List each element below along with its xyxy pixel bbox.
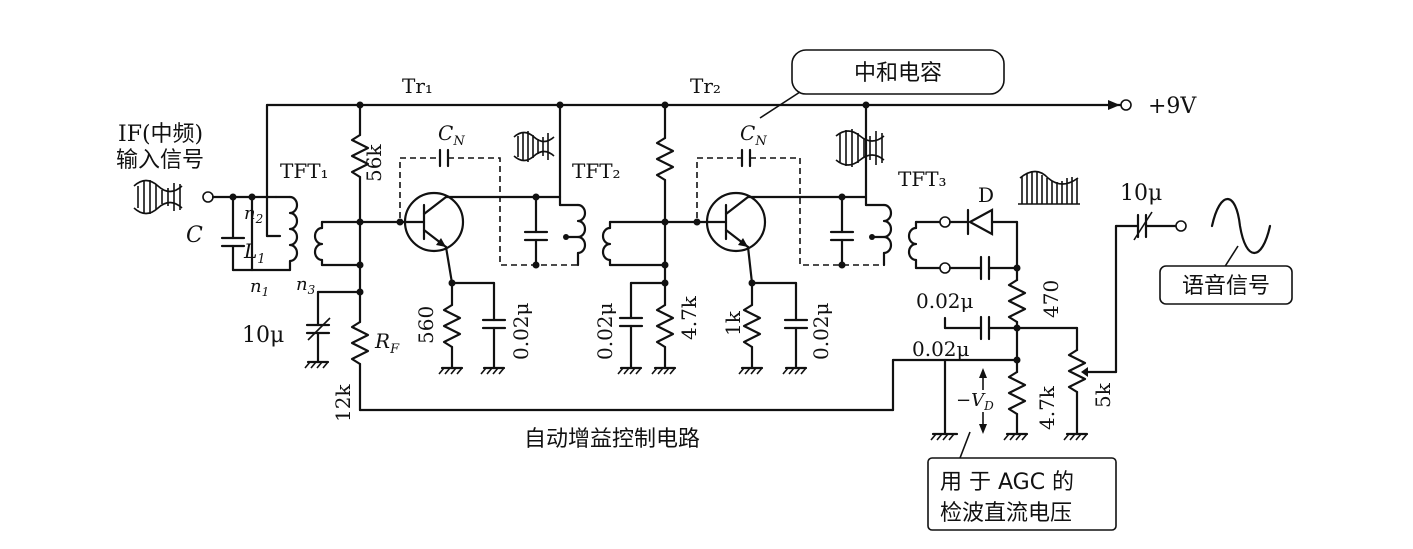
cap-002-b-label: 0.02μ <box>593 302 617 360</box>
cn1-label: CN <box>438 121 465 149</box>
audio-signal-box: 语音信号 <box>1159 265 1293 305</box>
agc-voltage-line1: 用 于 AGC 的 <box>940 470 1074 495</box>
resistor-4-7k-detector <box>1005 358 1029 436</box>
agc-filter-cap <box>931 358 959 436</box>
resistor-470 <box>1007 266 1027 364</box>
resistor-rf-12k <box>350 263 1019 412</box>
if-input-label-1: IF(中频) <box>118 122 203 147</box>
input-terminal <box>202 191 278 203</box>
neutralizing-cap-2 <box>696 148 884 266</box>
cap-10u-left-label: 10μ <box>242 323 284 348</box>
tft2-coils <box>558 103 699 267</box>
vd-indicator <box>979 368 987 434</box>
vd-label: −VD <box>956 390 994 413</box>
diode-label: D <box>978 183 994 207</box>
resistor-470-label: 470 <box>1039 280 1063 318</box>
cap-10u-out-label: 10μ <box>1120 181 1162 206</box>
cn2-label: CN <box>740 121 767 149</box>
resistor-56k <box>350 103 370 296</box>
vcc-label: +9V <box>1148 94 1197 119</box>
capacitor-002-detector <box>948 255 1021 281</box>
resistor-560-label: 560 <box>414 306 438 344</box>
cap-002-e-label: 0.02μ <box>912 337 970 361</box>
volume-pot-5k <box>1065 224 1118 436</box>
resistor-1k-label: 1k <box>721 310 745 336</box>
tr1-collector-line <box>444 193 562 201</box>
cap-002-c-label: 0.02μ <box>809 302 833 360</box>
rectified-waveform-icon <box>1018 170 1080 205</box>
tr2-label: Tr₂ <box>690 74 721 98</box>
resistor-56k-label: 56k <box>362 144 386 182</box>
if-signal-waveform-icon <box>133 179 183 215</box>
n1-label: n1 <box>250 276 269 299</box>
tft3-tuning-cap <box>829 195 855 269</box>
transistor-tr1 <box>396 191 465 253</box>
audio-signal-label: 语音信号 <box>1182 274 1270 299</box>
tr1-emitter <box>440 245 507 370</box>
if-input-label-2: 输入信号 <box>116 148 204 173</box>
cap-002-a-label: 0.02μ <box>509 302 533 360</box>
tft2-tuning-cap <box>523 195 549 269</box>
diode-d <box>948 208 1019 270</box>
tft3-label: TFT₃ <box>898 167 947 191</box>
tr2-emitter <box>740 245 809 370</box>
l1-label: L1 <box>243 239 266 267</box>
capacitor-002-filter <box>943 315 1079 352</box>
resistor-4-7k-a-label: 4.7k <box>677 295 701 340</box>
resistor-4-7k-b-label: 4.7k <box>1035 385 1059 430</box>
tft1-label: TFT₁ <box>280 159 329 183</box>
tft1-primary-coil <box>231 103 299 272</box>
waveform-icon-2 <box>513 131 555 162</box>
n2-label: n2 <box>244 203 263 226</box>
agc-voltage-line2: 检波直流电压 <box>940 501 1072 526</box>
n3-label: n3 <box>296 274 316 297</box>
audio-sine-icon <box>1210 197 1272 269</box>
cap-002-d-label: 0.02μ <box>916 289 974 313</box>
neutralizing-cap-1 <box>399 148 578 266</box>
output-capacitor-10u <box>1114 211 1187 241</box>
tft2-label: TFT₂ <box>572 159 621 183</box>
tr1-label: Tr₁ <box>402 74 433 98</box>
c-label: C <box>186 223 203 248</box>
rf-label: RF <box>374 329 400 357</box>
agc-circuit-title: 自动增益控制电路 <box>524 427 700 452</box>
tr2-bias-resistor <box>618 103 677 370</box>
tft3-coils <box>864 103 951 274</box>
transistor-tr2 <box>693 191 767 253</box>
agc-voltage-box: 用 于 AGC 的 检波直流电压 <box>927 431 1117 531</box>
supply-rail <box>265 99 1132 111</box>
neutralizing-cap-label: 中和电容 <box>854 61 942 86</box>
ground-symbols <box>438 367 1088 441</box>
waveform-icon-3 <box>835 129 885 167</box>
tr2-collector-line <box>746 193 868 201</box>
input-capacitor-c <box>220 195 246 272</box>
neutralizing-cap-callout: 中和电容 <box>759 49 1005 119</box>
pot-5k-label: 5k <box>1091 382 1115 408</box>
tft1-secondary-coil <box>313 220 402 267</box>
capacitor-10u-left <box>304 290 362 369</box>
resistor-12k-label: 12k <box>331 384 355 422</box>
